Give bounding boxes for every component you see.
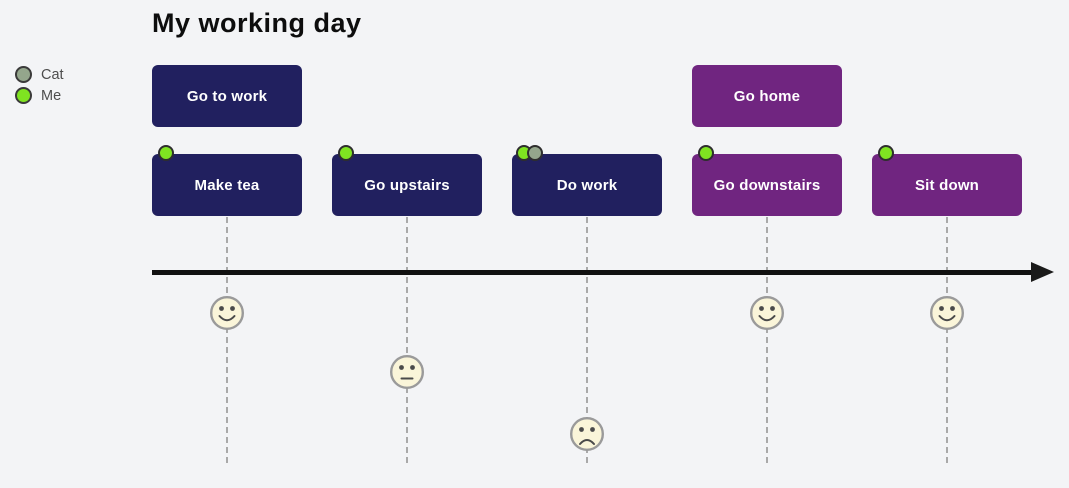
event-box-go-to-work[interactable]: Go to work (152, 65, 302, 127)
event-box-make-tea[interactable]: Make tea (152, 145, 302, 216)
event-box-go-upstairs[interactable]: Go upstairs (332, 145, 482, 216)
me-marker-dot (698, 145, 714, 161)
drop-line-sit-down (946, 217, 948, 463)
event-box-do-work[interactable]: Do work (512, 145, 662, 216)
sad-face-icon[interactable] (569, 416, 605, 452)
event-box-sit-down[interactable]: Sit down (872, 145, 1022, 216)
drop-line-make-tea (226, 217, 228, 463)
event-label: Go downstairs (713, 176, 821, 194)
timeline-arrowhead-icon (1031, 262, 1054, 282)
drop-line-do-work (586, 217, 588, 463)
event-label: Sit down (914, 176, 980, 194)
me-marker-dot (338, 145, 354, 161)
event-label: Go home (733, 87, 801, 105)
me-marker-dot (878, 145, 894, 161)
cat-marker-dot (527, 145, 543, 161)
drop-line-go-downstairs (766, 217, 768, 463)
happy-face-icon[interactable] (929, 295, 965, 331)
neutral-face-icon[interactable] (389, 354, 425, 390)
legend-row-cat: Cat (15, 64, 64, 85)
event-box-go-downstairs[interactable]: Go downstairs (692, 145, 842, 216)
happy-face-icon[interactable] (209, 295, 245, 331)
me-marker-dot (158, 145, 174, 161)
timeline-axis (152, 270, 1033, 275)
event-label: Make tea (194, 176, 260, 194)
legend: Cat Me (15, 64, 64, 106)
me-dot-icon (15, 87, 32, 104)
event-label: Go to work (186, 87, 268, 105)
happy-face-icon[interactable] (749, 295, 785, 331)
event-label: Go upstairs (364, 176, 450, 194)
legend-row-me: Me (15, 85, 64, 106)
page-title: My working day (152, 8, 362, 38)
cat-dot-icon (15, 66, 32, 83)
event-box-go-home[interactable]: Go home (692, 65, 842, 127)
drop-line-go-upstairs (406, 217, 408, 463)
legend-label-cat: Cat (41, 66, 64, 83)
legend-label-me: Me (41, 87, 62, 104)
event-label: Do work (556, 176, 618, 194)
